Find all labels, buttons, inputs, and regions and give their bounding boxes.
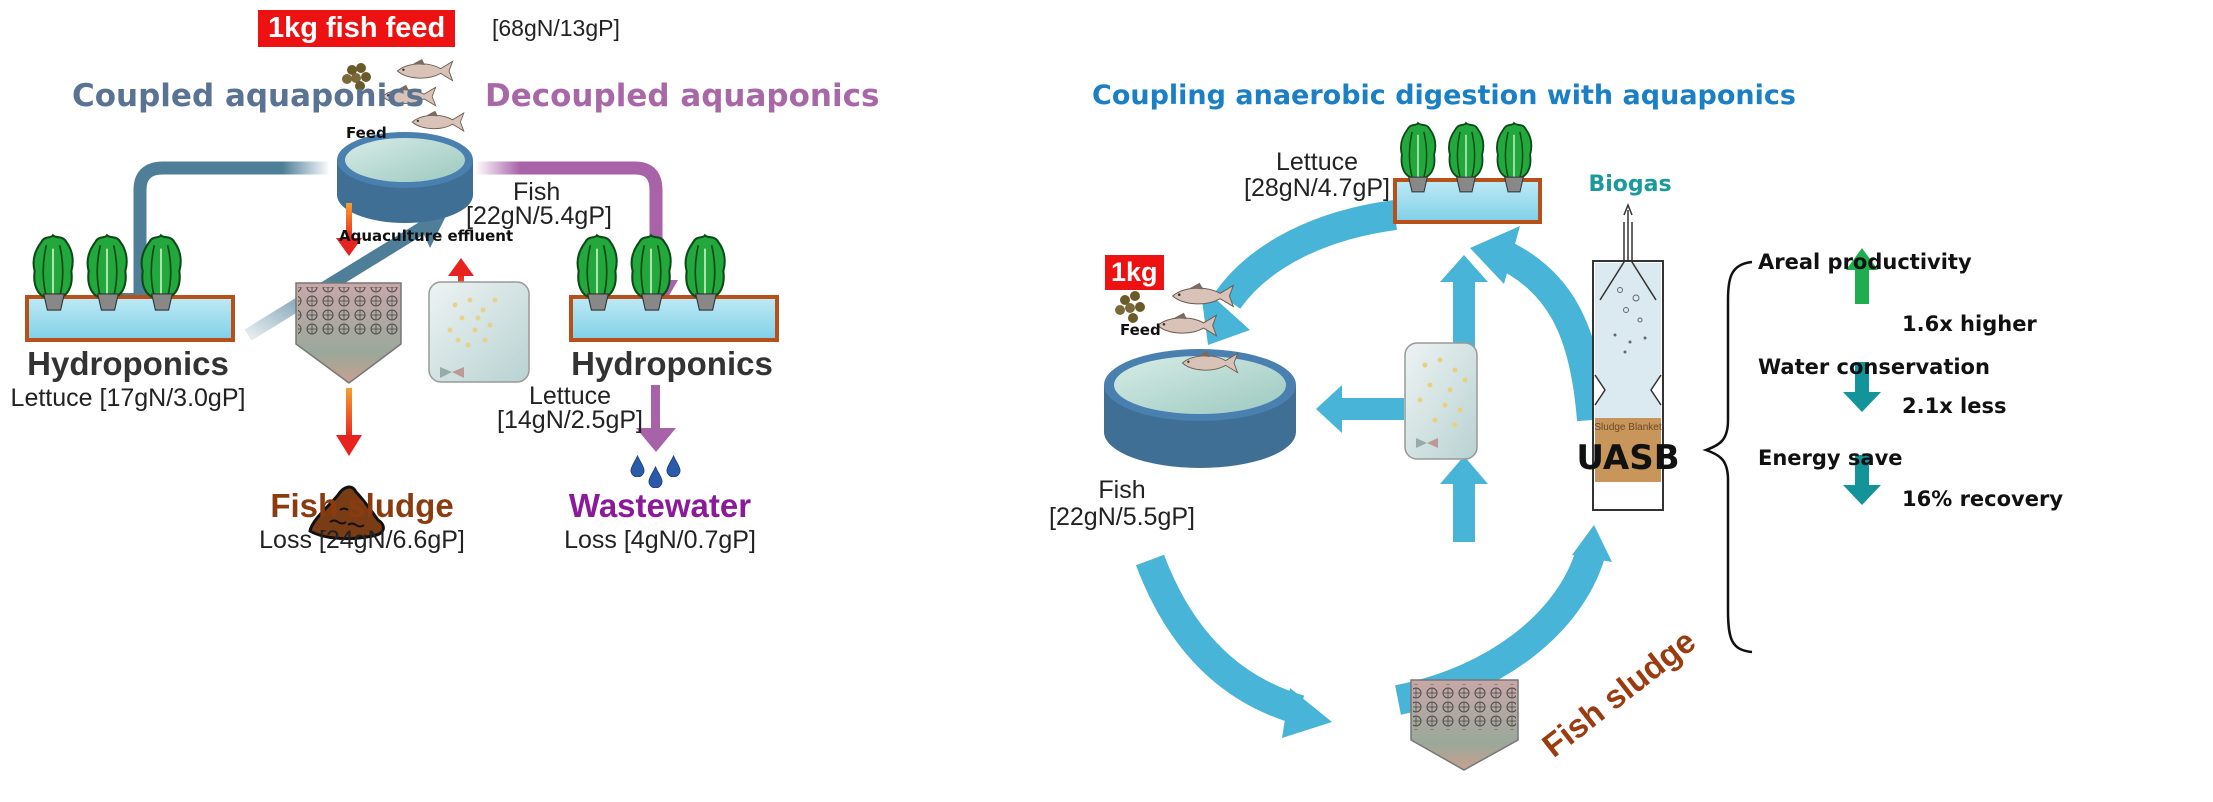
uasb-reactor	[1592, 202, 1664, 511]
bioreactor-to-tank-arrow-right	[1340, 398, 1404, 420]
cycle-arrowhead-uasb	[1572, 525, 1612, 562]
feed-amount-badge: 1kg fish feed	[258, 10, 456, 47]
hydroponics-title-left: Hydroponics	[27, 345, 229, 382]
benefit-value-water-conservation: 2.1x less	[1902, 394, 2007, 418]
benefit-heading-energy-save: Energy save	[1758, 446, 1903, 470]
biogas-label: Biogas	[1588, 172, 1672, 197]
filter-to-sludge-arrowhead	[336, 435, 362, 456]
effluent-to-filter-arrowhead	[336, 238, 362, 256]
benefits-brace	[1702, 260, 1753, 654]
coupled-aquaponics-title: Coupled aquaponics	[72, 78, 425, 114]
fish-sludge-loss-value: Loss [24gN/6.6gP]	[259, 526, 465, 554]
filter-to-sludge-arrow	[346, 388, 352, 438]
hydroponics-bed-right	[569, 234, 779, 342]
decoupled-aquaponics-title: Decoupled aquaponics	[485, 78, 880, 114]
wastewater-drops-icon	[630, 455, 681, 488]
fish-label-left: Fish	[513, 178, 561, 206]
benefit-heading-water-conservation: Water conservation	[1758, 355, 1990, 379]
fish-nutrient-value-left: [22gN/5.4gP]	[466, 202, 612, 230]
drum-filter-right	[1410, 679, 1519, 771]
cycle-arrow-tank-to-filter	[1135, 554, 1305, 725]
drum-filter-left	[295, 282, 402, 384]
bioreactor-right	[1404, 342, 1478, 460]
hydroponics-bed-ad	[1393, 122, 1542, 224]
lettuce-nutrient-value-ad: [28gN/4.7gP]	[1244, 174, 1390, 202]
benefit-value-energy-save: 16% recovery	[1902, 487, 2064, 511]
tank-feed-label: Feed	[346, 124, 387, 142]
decoupled-flow-arrow	[475, 161, 663, 290]
bioreactor-to-tank-arrowhead-right	[1316, 385, 1342, 433]
tank-feed-label-ad: Feed	[1120, 321, 1161, 339]
feed-amount-badge-ad: 1kg	[1105, 255, 1164, 290]
benefit-heading-areal-productivity: Areal productivity	[1758, 250, 1972, 274]
feed-pellets-icon	[342, 63, 371, 91]
fish-label-ad: Fish	[1098, 476, 1146, 504]
cycle-arrow-filter-to-uasb	[1395, 550, 1605, 715]
cycle-arrowhead-lettuce	[1470, 226, 1520, 284]
cycle-arrow-lettuce-to-tank	[1215, 200, 1398, 310]
benefit-arrow-down-icon	[1843, 362, 1881, 412]
hydroponics-bed-left	[25, 234, 235, 342]
benefit-arrow-down-icon	[1843, 455, 1881, 505]
fish-sludge-title: Fish sludge	[270, 487, 454, 524]
hydroponics-title-right: Hydroponics	[571, 345, 773, 382]
wastewater-title: Wastewater	[568, 487, 752, 524]
cycle-arrow-uasb-to-lettuce	[1491, 238, 1607, 422]
anaerobic-digestion-title: Coupling anaerobic digestion with aquapo…	[1092, 80, 1796, 111]
lettuce-label-ad: Lettuce	[1275, 148, 1359, 176]
aquaculture-effluent-label: Aquaculture effluent	[339, 227, 514, 245]
effluent-to-filter-arrow	[346, 203, 352, 241]
filter-to-bioreactor-arrowhead-right	[1440, 456, 1488, 484]
fish-sludge-pile-icon	[308, 485, 385, 541]
hydroponics-value-left: Lettuce [17gN/3.0gP]	[10, 384, 246, 412]
fish-nutrient-value-ad: [22gN/5.5gP]	[1049, 503, 1195, 531]
cycle-arrowhead-filter	[1282, 688, 1332, 738]
uasb-label: UASB	[1576, 438, 1680, 478]
bioreactor-left	[428, 281, 530, 383]
feed-nutrient-value: [68gN/13gP]	[492, 15, 620, 41]
feed-pellets-icon-right	[1115, 291, 1145, 323]
coupled-flow-arrow	[133, 161, 330, 305]
hydro-to-wastewater-arrow	[651, 385, 660, 433]
fish-tank-left	[337, 58, 473, 223]
benefit-value-areal-productivity: 1.6x higher	[1902, 312, 2037, 336]
hydro-to-wastewater-arrowhead	[636, 428, 676, 452]
bioreactor-to-lettuce-arrowhead	[1440, 255, 1488, 282]
filter-to-bioreactor-arrow-right	[1453, 480, 1475, 542]
sludge-blanket-label: Sludge Blanket	[1594, 422, 1662, 433]
benefit-arrow-up-icon	[1846, 248, 1878, 304]
lettuce-label-right: Lettuce	[528, 382, 612, 410]
fish-tank-right	[1104, 282, 1296, 468]
coupled-return-arrow	[244, 222, 426, 341]
wastewater-loss-value: Loss [4gN/0.7gP]	[564, 526, 756, 554]
lettuce-nutrient-value-right: [14gN/2.5gP]	[497, 406, 643, 434]
bioreactor-to-tank-arrowhead	[448, 258, 474, 276]
